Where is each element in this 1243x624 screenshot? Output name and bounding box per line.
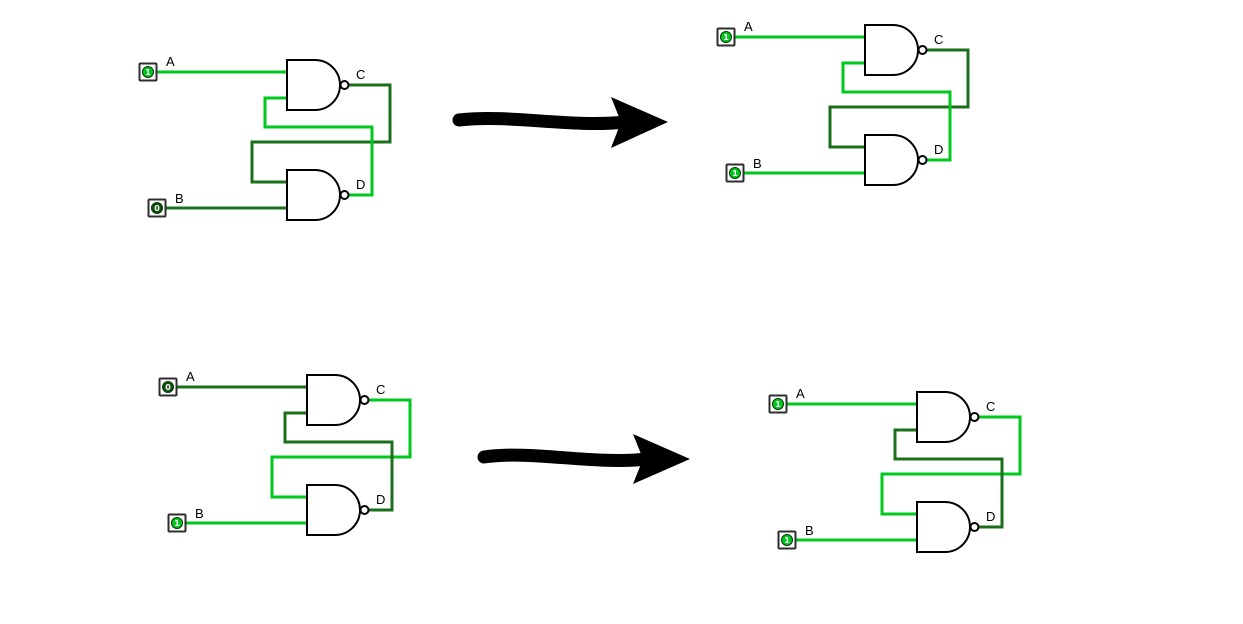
arrow-top-head	[611, 97, 668, 148]
nand-gate-bottom	[916, 501, 971, 553]
nand-gate-top	[306, 374, 361, 426]
wire-output-c-feedback	[270, 398, 412, 499]
arrow-bottom-head	[633, 434, 690, 484]
label-b: B	[175, 191, 184, 206]
led-a-value: 1	[145, 68, 151, 77]
nand-gate-bottom	[306, 484, 361, 536]
led-a	[772, 398, 784, 410]
led-b-value: 1	[732, 169, 738, 178]
nand-gate-bottom-bubble	[969, 522, 980, 532]
led-a	[162, 381, 174, 393]
label-c: C	[934, 32, 943, 47]
nand-gate-bottom	[864, 134, 919, 186]
input-switch-b[interactable]: 1	[725, 163, 745, 183]
nand-gate-top	[286, 59, 341, 111]
led-a-value: 1	[775, 400, 781, 409]
led-b	[171, 517, 183, 529]
nand-gate-bottom-bubble	[359, 505, 370, 515]
led-a	[720, 31, 732, 43]
label-d: D	[986, 509, 995, 524]
label-d: D	[376, 492, 385, 507]
led-b	[781, 534, 793, 546]
input-switch-b[interactable]: 0	[147, 198, 167, 218]
label-b: B	[805, 523, 814, 538]
nand-gate-top-bubble	[969, 412, 980, 422]
led-a	[142, 66, 154, 78]
nand-gate-bottom	[286, 169, 341, 221]
nand-gate-top-bubble	[359, 395, 370, 405]
wire-output-d-feedback	[263, 96, 374, 197]
arrow-top-shaft	[452, 112, 633, 130]
arrow-bottom-shaft	[477, 448, 655, 467]
nand-gate-top	[864, 24, 919, 76]
label-a: A	[796, 386, 805, 401]
label-c: C	[356, 67, 365, 82]
label-a: A	[166, 54, 175, 69]
input-switch-b[interactable]: 1	[777, 530, 797, 550]
label-a: A	[186, 369, 195, 384]
nand-gate-top-bubble	[917, 45, 928, 55]
wire-output-d-feedback	[893, 428, 1004, 529]
label-d: D	[356, 177, 365, 192]
nand-gate-bottom-bubble	[917, 155, 928, 165]
input-switch-a[interactable]: 1	[716, 27, 736, 47]
input-switch-b[interactable]: 1	[167, 513, 187, 533]
nand-gate-top	[916, 391, 971, 443]
wire-output-c-feedback	[250, 83, 392, 184]
wire-output-c-feedback	[828, 48, 970, 149]
nand-gate-top-bubble	[339, 80, 350, 90]
led-a-value: 1	[723, 33, 729, 42]
wire-output-d-feedback	[283, 411, 394, 512]
nand-gate-bottom-bubble	[339, 190, 350, 200]
label-c: C	[376, 382, 385, 397]
led-b-value: 1	[784, 536, 790, 545]
led-b-value: 1	[174, 519, 180, 528]
input-switch-a[interactable]: 1	[768, 394, 788, 414]
led-b	[729, 167, 741, 179]
input-switch-a[interactable]: 0	[158, 377, 178, 397]
wire-output-d-feedback	[841, 61, 952, 162]
circuit-sr-latch-bottom-left: 0 1 A B C D	[158, 369, 412, 536]
label-d: D	[934, 142, 943, 157]
label-b: B	[195, 506, 204, 521]
transition-arrow-top	[452, 97, 668, 148]
circuit-sr-latch-bottom-right: 1 1 A B C D	[768, 386, 1022, 553]
wire-output-c-feedback	[880, 415, 1022, 516]
led-b	[151, 202, 163, 214]
label-b: B	[753, 156, 762, 171]
led-b-value: 0	[154, 204, 160, 213]
circuit-sr-latch-top-left: 1 0 A B C D	[138, 54, 392, 221]
circuit-sr-latch-top-right: 1 1 A B C D	[716, 19, 970, 186]
transition-arrow-bottom	[477, 434, 690, 484]
label-c: C	[986, 399, 995, 414]
label-a: A	[744, 19, 753, 34]
led-a-value: 0	[165, 383, 171, 392]
input-switch-a[interactable]: 1	[138, 62, 158, 82]
